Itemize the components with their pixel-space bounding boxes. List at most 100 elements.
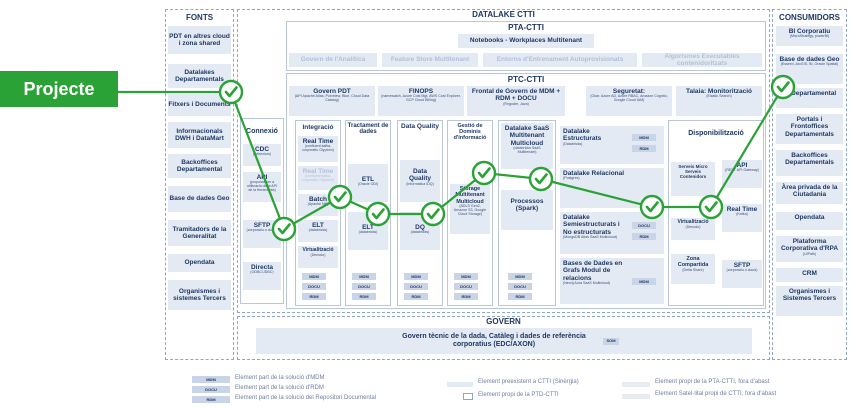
api-box: API(proposta per a utilització de la API…	[243, 172, 281, 202]
datalake-store: Bases de Dades en Grafs Modul de relacio…	[560, 258, 664, 304]
sftp-box: SFTP(corporatiu o cloud)	[243, 220, 281, 248]
legend-label: Element part de la solució d'RDM	[235, 385, 324, 391]
virt-out-box: Virtualització(Denodo)	[671, 218, 715, 240]
elt-box-2: ELT(databricks)	[348, 212, 388, 250]
gestio-title: Gestió de Dominis d'informació	[453, 123, 487, 141]
fonts-item: Backoffices Departamental	[168, 154, 231, 178]
solution-tag: DOCU	[302, 283, 326, 290]
processos-box: Processos (Spark)	[501, 190, 553, 230]
legend-label: Element part de la solució d'MDM	[235, 375, 325, 381]
solution-tag: RDM	[404, 293, 428, 300]
consumidors-item: Portals i Frontoffices Departamentals	[776, 114, 843, 144]
consumidors-label: CRM	[802, 270, 817, 277]
consumidors-item: BI Departamental	[776, 88, 843, 108]
solution-tag: RDM	[632, 233, 656, 240]
consumidors-label: Base de dades Geo	[779, 56, 840, 63]
solution-tag: RDM	[508, 293, 532, 300]
solution-tag: MDM	[302, 273, 326, 280]
fonts-item: Tramitadors de la Generalitat	[168, 220, 231, 246]
pta-item: Feature Store Multitenant	[382, 53, 478, 67]
solution-tag: DOCU	[508, 283, 532, 290]
elt-box: ELT(databricks)	[298, 220, 338, 242]
api-out-box: API(REST API Gateway)	[722, 160, 762, 188]
solution-tag: RDM	[454, 293, 478, 300]
sftp-out-box: SFTP(corporatiu o cloud)	[722, 260, 762, 288]
legend-label: Element Satel·lital propi de CTTI, fora …	[655, 391, 777, 397]
legend-label: Element preexistent a CTTI (Sinèrgia)	[478, 379, 579, 385]
pta-item: Algorismes Executables contenidoritzats	[642, 53, 762, 67]
fonts-item: PDT en altres cloud i zona shared	[168, 26, 231, 54]
solution-tag: MDM	[404, 273, 428, 280]
store-sub: (Neo4j Aura SaaS Multicloud)	[563, 281, 611, 286]
govern-box: Govern tècnic de la dada, Catàleg i dade…	[256, 328, 752, 354]
solution-tag: MDM	[454, 273, 478, 280]
serveis-box: Serveis Micro Serveis Contenidors	[671, 162, 715, 196]
legend-label: Element propi de la PTA-CTTI, fora d'aba…	[655, 379, 770, 385]
legend-swatch-ptd	[463, 393, 473, 400]
fonts-item: Opendata	[168, 254, 231, 272]
consumidors-label: Opendata	[794, 214, 825, 221]
consumidors-label: Plataforma Corporativa d'RPA	[780, 238, 839, 253]
fonts-item: Base de dades Geo	[168, 186, 231, 212]
consumidors-item: Opendata	[776, 212, 843, 230]
consumidors-label: Àrea privada de la Ciutadania	[781, 184, 838, 199]
solution-tag: DOCU	[632, 222, 656, 229]
consumidors-sub: (MicroStrategy, powerBI)	[789, 34, 830, 39]
legend-swatch-pta	[622, 382, 650, 387]
pta-panel	[286, 21, 766, 71]
projecte-callout: Projecte	[0, 71, 118, 107]
legend-swatch-satellite	[622, 394, 650, 399]
connexio-title: Connexió	[246, 128, 278, 135]
consumidors-item: BI Corporatiu(MicroStrategy, powerBI)	[776, 26, 843, 46]
consumidors-label: Portals i Frontoffices Departamentals	[785, 116, 834, 138]
legend-swatch: MDM	[192, 376, 230, 383]
consumidors-sub: (Esservi, ArcGIS, BI, Oracle Spatial)	[780, 62, 839, 67]
solution-tag: MDM	[632, 134, 656, 141]
batch-box: Batch(Apache Nifi)	[298, 194, 338, 216]
consumidors-title: CONSUMIDORS	[779, 13, 840, 22]
solution-tag: MDM	[508, 273, 532, 280]
store-sub: (MongoDB Atlas SaaS Multicloud)	[563, 235, 618, 240]
consumidors-item: Base de dades Geo(Esservi, ArcGIS, BI, O…	[776, 54, 843, 84]
datalake-title: DATALAKE CTTI	[472, 10, 535, 19]
store-sub: (Postgres)	[563, 176, 580, 181]
solution-tag: RDM	[632, 145, 656, 152]
consumidors-sub: (UIPath)	[802, 251, 817, 256]
store-title: Bases de Dades en Grafs Modul de relacio…	[563, 260, 623, 282]
govern-tag: SOM	[603, 337, 619, 345]
fonts-item: Fitxers i Documents	[168, 94, 231, 116]
finops-box: FINOPS (namewatch, Azure Cost Mgt, AWS C…	[378, 86, 464, 116]
consumidors-label: BI Corporatiu	[788, 28, 831, 35]
storage-box: Storage Multitenant Multicloud(ADLS Gen2…	[450, 184, 490, 234]
fonts-item: Organismes i sistemes Tercers	[168, 280, 231, 310]
realtime-box: Real Time(confluent kafka, corporatiu Gl…	[298, 136, 338, 162]
zona-box: Zona Compartida(Delta Share)	[671, 254, 715, 284]
datalake-store: Datalake Relacional(Postgres)	[560, 168, 664, 208]
pta-item: Govern de l'Analítica	[289, 53, 377, 67]
dataquality-box: Data Quality(Informatica IDQ)	[400, 160, 440, 202]
directa-box: Directa(ODBC/JDBC)	[243, 262, 281, 290]
fonts-item: Datalakes Departamentals	[168, 64, 231, 88]
consumidors-item: Plataforma Corporativa d'RPA(UIPath)	[776, 236, 843, 262]
realtime-out-box: Real Time(Kafka)	[722, 204, 762, 232]
consumidors-item: CRM	[776, 268, 843, 282]
fonts-title: FONTS	[185, 13, 214, 22]
cdc-box: CDC(debezium)	[243, 144, 281, 166]
solution-tag: MDM	[352, 273, 376, 280]
notebooks-box: Notebooks - Workplaces Multitenant	[458, 34, 594, 48]
consumidors-label: BI Departamental	[782, 90, 837, 97]
seguretat-box: Seguretat: (Okar, Azure AD, Azure RBAC, …	[586, 86, 672, 116]
legend-swatch-synergia	[447, 382, 473, 387]
quality-title: Data Quality	[401, 123, 439, 130]
legend-label: Element part de la solució del Repositor…	[235, 395, 377, 401]
consumidors-item: Organismes i Sistemes Tercers	[776, 286, 843, 316]
frontal-box: Frontal de Govern de MDM + RDM + DOCU (R…	[467, 86, 565, 116]
pta-title: PTA-CTTI	[508, 23, 544, 32]
solution-tag: RDM	[352, 293, 376, 300]
etl-box: ETL(Oracle ODI)	[348, 164, 388, 202]
tractament-title: Tractament de dades	[347, 123, 389, 135]
solution-tag: DOCU	[404, 283, 428, 290]
pta-item: Entorns d'Entrenament Autoprovisionats	[483, 53, 637, 67]
govern-panel	[237, 316, 770, 360]
solution-tag: RDM	[302, 293, 326, 300]
